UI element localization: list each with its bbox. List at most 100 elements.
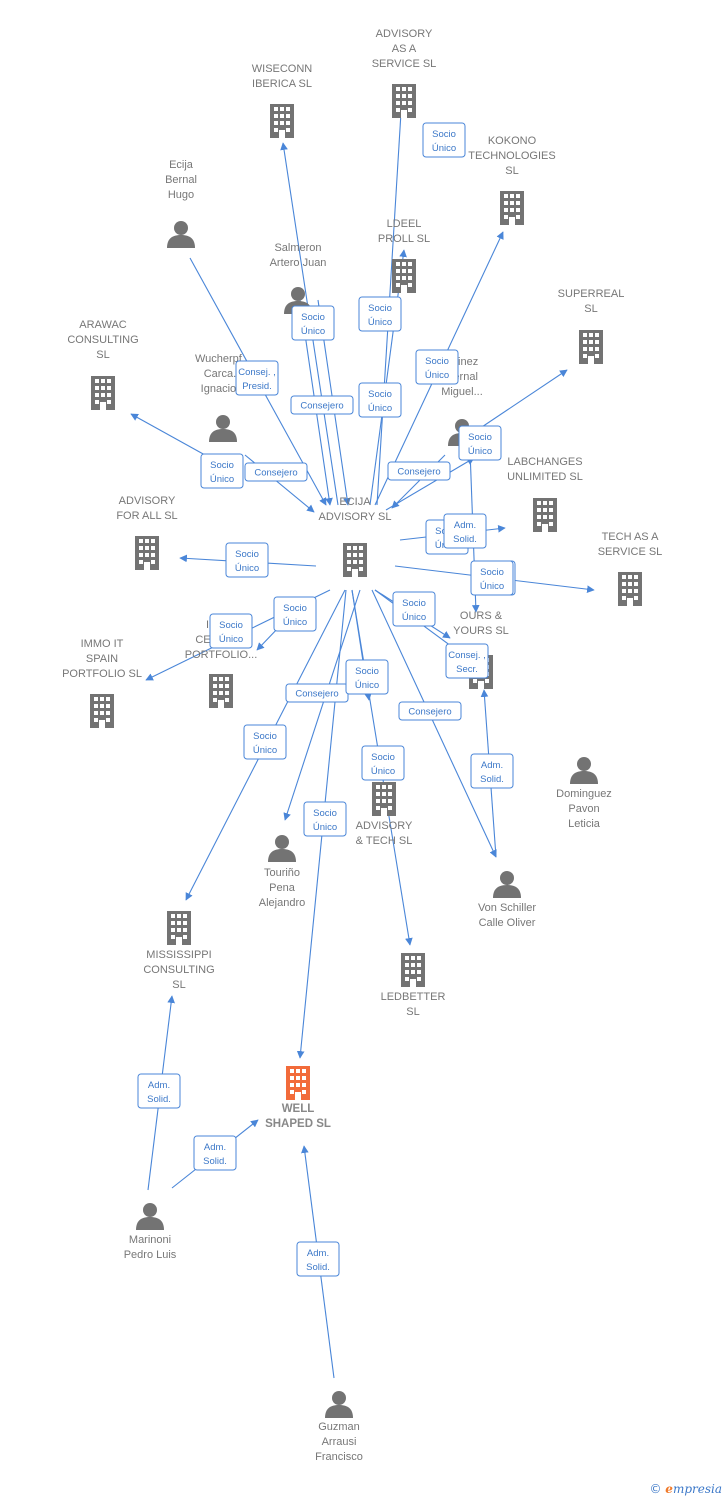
node-label: WISECONN	[252, 63, 313, 75]
node-label: SUPERREAL	[558, 288, 625, 300]
building-icon	[372, 782, 396, 816]
building-icon	[343, 543, 367, 577]
relation-tag-text: Socio	[283, 603, 307, 614]
building-icon	[91, 376, 115, 410]
relation-tag-text: Único	[355, 680, 379, 691]
relation-tag-text: Secr.	[456, 664, 478, 675]
relation-tag[interactable]: Consejero	[398, 701, 462, 721]
person-icon	[570, 757, 598, 784]
relation-tag-text: Socio	[235, 549, 259, 560]
building-icon	[401, 953, 425, 987]
relation-tag[interactable]: Consejero	[290, 395, 354, 415]
relation-tag[interactable]: Consejero	[285, 683, 349, 703]
relation-tag-text: Único	[425, 370, 449, 381]
node-advisory-tech[interactable]: ADVISORY& TECH SL	[356, 782, 413, 847]
relation-tag-text: Consej. ,	[448, 650, 486, 661]
building-icon	[392, 84, 416, 118]
node-wiseconn[interactable]: WISECONN IBERICA SL	[252, 63, 313, 138]
node-label: & TECH SL	[356, 835, 413, 847]
node-label: ARAWAC	[79, 319, 127, 331]
relation-tag-text: Único	[368, 403, 392, 414]
relation-tag-text: Único	[210, 474, 234, 485]
node-ours-yours[interactable]: OURS &YOURS SL	[453, 610, 509, 689]
relation-tag-text: Adm.	[307, 1248, 329, 1259]
node-label: IMMO IT	[81, 638, 124, 650]
node-superreal[interactable]: SUPERREAL SL	[558, 288, 625, 364]
node-label: SL	[584, 303, 597, 315]
person-icon	[325, 1391, 353, 1418]
node-label: UNLIMITED SL	[507, 471, 583, 483]
relation-tag[interactable]: Adm.Solid.	[443, 513, 487, 549]
node-label: ADVISORY SL	[319, 511, 392, 523]
relation-tag[interactable]: Consejero	[387, 461, 451, 481]
building-icon	[90, 694, 114, 728]
relation-tag[interactable]: Adm.Solid.	[193, 1135, 237, 1171]
relation-tag-text: Único	[219, 634, 243, 645]
relation-tag[interactable]: Adm.Solid.	[470, 753, 514, 789]
relation-tag[interactable]: Consej. , Secr.	[445, 643, 489, 679]
brand-initial: e	[665, 1482, 673, 1496]
relation-tag-text: Adm.	[148, 1080, 170, 1091]
person-icon	[167, 221, 195, 248]
relation-tag-text: Único	[432, 143, 456, 154]
node-label: Von Schiller	[478, 902, 536, 914]
empresia-logo[interactable]: © empresia	[649, 1482, 722, 1496]
relation-tag-text: Único	[371, 766, 395, 777]
relation-tag-text: Socio	[313, 808, 337, 819]
node-label: Ecija	[169, 159, 194, 171]
relation-tag[interactable]: Adm.Solid.	[296, 1241, 340, 1277]
relation-tag[interactable]: Adm.Solid.	[137, 1073, 181, 1109]
building-main-icon	[286, 1066, 310, 1100]
relation-tag-text: Socio	[480, 567, 504, 578]
node-label: Alejandro	[259, 897, 305, 909]
relation-tag[interactable]: Consejero	[244, 462, 308, 482]
building-icon	[500, 191, 524, 225]
person-icon	[209, 415, 237, 442]
node-label: IBERICA SL	[252, 78, 312, 90]
relation-tag-text: Socio	[301, 312, 325, 323]
brand-name: mpresia	[672, 1482, 722, 1496]
node-label: Dominguez	[556, 788, 612, 800]
person-icon	[268, 835, 296, 862]
relation-tag[interactable]: Consej. ,Presid.	[235, 360, 279, 396]
relation-tag-text: Socio	[210, 460, 234, 471]
node-label: OURS &	[460, 610, 503, 622]
relation-tag-text: Único	[283, 617, 307, 628]
node-label: Leticia	[568, 818, 601, 830]
